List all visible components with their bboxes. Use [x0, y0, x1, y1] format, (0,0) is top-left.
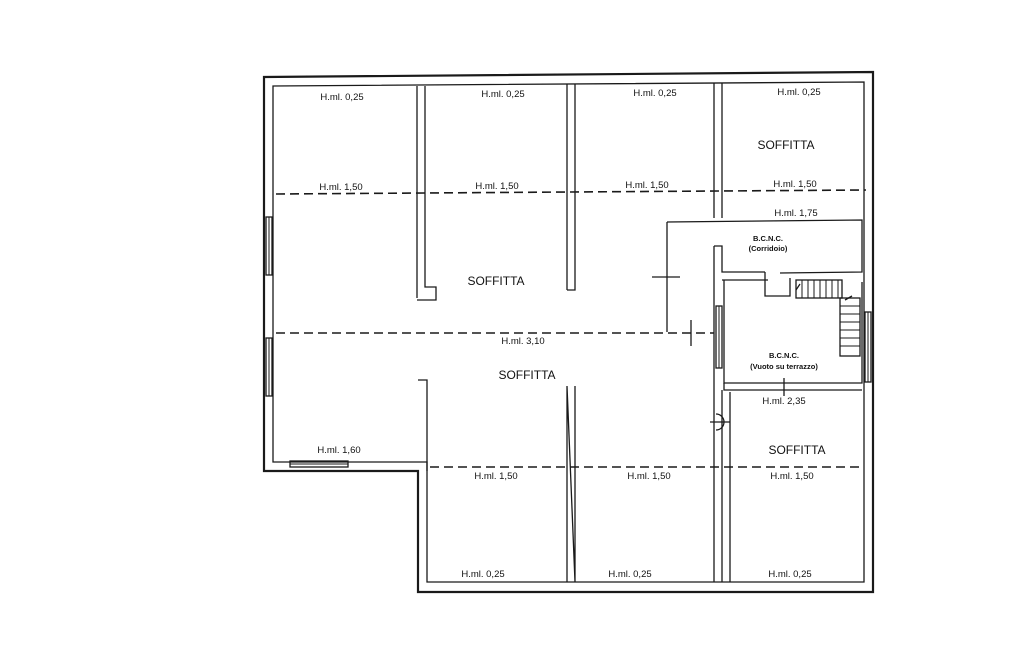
room-label-soffitta-center-upper: SOFFITTA [467, 274, 524, 288]
room-label-bcnc-vuoto-title: B.C.N.C. [769, 351, 799, 360]
room-label-bcnc-corridoio-title: B.C.N.C. [753, 234, 783, 243]
door-markers [652, 276, 730, 431]
height-label-left-lower: H.ml. 1,60 [317, 445, 360, 456]
top-partitions [416, 83, 723, 301]
terrace-void-walls [721, 279, 863, 582]
height-label-lower-1: H.ml. 1,50 [474, 471, 517, 482]
room-labels: SOFFITTA SOFFITTA SOFFITTA SOFFITTA B.C.… [467, 138, 825, 457]
room-label-soffitta-top-right: SOFFITTA [757, 138, 814, 152]
height-label-center: H.ml. 3,10 [501, 336, 544, 347]
height-lines [275, 189, 867, 468]
room-label-soffitta-center-lower: SOFFITTA [498, 368, 555, 382]
height-label-top-2: H.ml. 0,25 [481, 89, 524, 100]
room-label-bcnc-vuoto-sub: (Vuoto su terrazzo) [750, 362, 818, 371]
height-label-bottom-1: H.ml. 0,25 [461, 569, 504, 580]
height-label-top-4: H.ml. 0,25 [777, 87, 820, 98]
height-label-upper-3: H.ml. 1,50 [625, 180, 668, 191]
height-label-bottom-2: H.ml. 0,25 [608, 569, 651, 580]
height-label-lower-2: H.ml. 1,50 [627, 471, 670, 482]
height-label-corridor: H.ml. 1,75 [774, 208, 817, 219]
height-label-upper-2: H.ml. 1,50 [475, 181, 518, 192]
height-labels: H.ml. 0,25 H.ml. 0,25 H.ml. 0,25 H.ml. 0… [317, 87, 820, 580]
stair-icon [795, 279, 861, 357]
height-label-terrace: H.ml. 2,35 [762, 396, 805, 407]
height-label-top-1: H.ml. 0,25 [320, 92, 363, 103]
room-label-soffitta-bottom-right: SOFFITTA [768, 443, 825, 457]
height-label-top-3: H.ml. 0,25 [633, 88, 676, 99]
height-label-lower-3: H.ml. 1,50 [770, 471, 813, 482]
room-label-bcnc-corridoio-sub: (Corridoio) [749, 244, 788, 253]
height-label-bottom-3: H.ml. 0,25 [768, 569, 811, 580]
height-label-upper-1: H.ml. 1,50 [319, 182, 362, 193]
outer-walls [262, 70, 875, 594]
height-label-upper-4: H.ml. 1,50 [773, 179, 816, 190]
bottom-partitions [418, 379, 715, 583]
windows [265, 216, 872, 468]
